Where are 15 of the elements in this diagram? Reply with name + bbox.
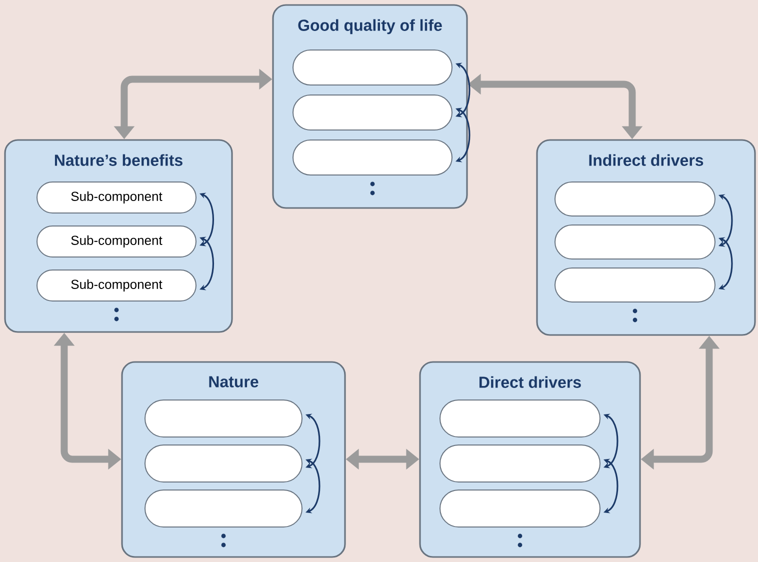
blank-pill bbox=[292, 94, 452, 130]
blank-pill bbox=[554, 224, 716, 260]
blank-pill bbox=[144, 400, 302, 438]
blank-pill bbox=[144, 490, 302, 528]
component-pill: Sub-component bbox=[36, 270, 196, 302]
blank-pill bbox=[554, 182, 716, 216]
component-pill: Sub-component bbox=[36, 226, 196, 258]
blank-pill bbox=[440, 444, 600, 482]
blank-pill bbox=[554, 268, 716, 302]
blank-pill bbox=[440, 400, 600, 438]
blank-pill bbox=[292, 50, 452, 86]
blank-pill bbox=[292, 140, 452, 176]
component-pill: Sub-component bbox=[36, 182, 196, 214]
blank-pill bbox=[440, 490, 600, 528]
blank-pill bbox=[144, 444, 302, 482]
